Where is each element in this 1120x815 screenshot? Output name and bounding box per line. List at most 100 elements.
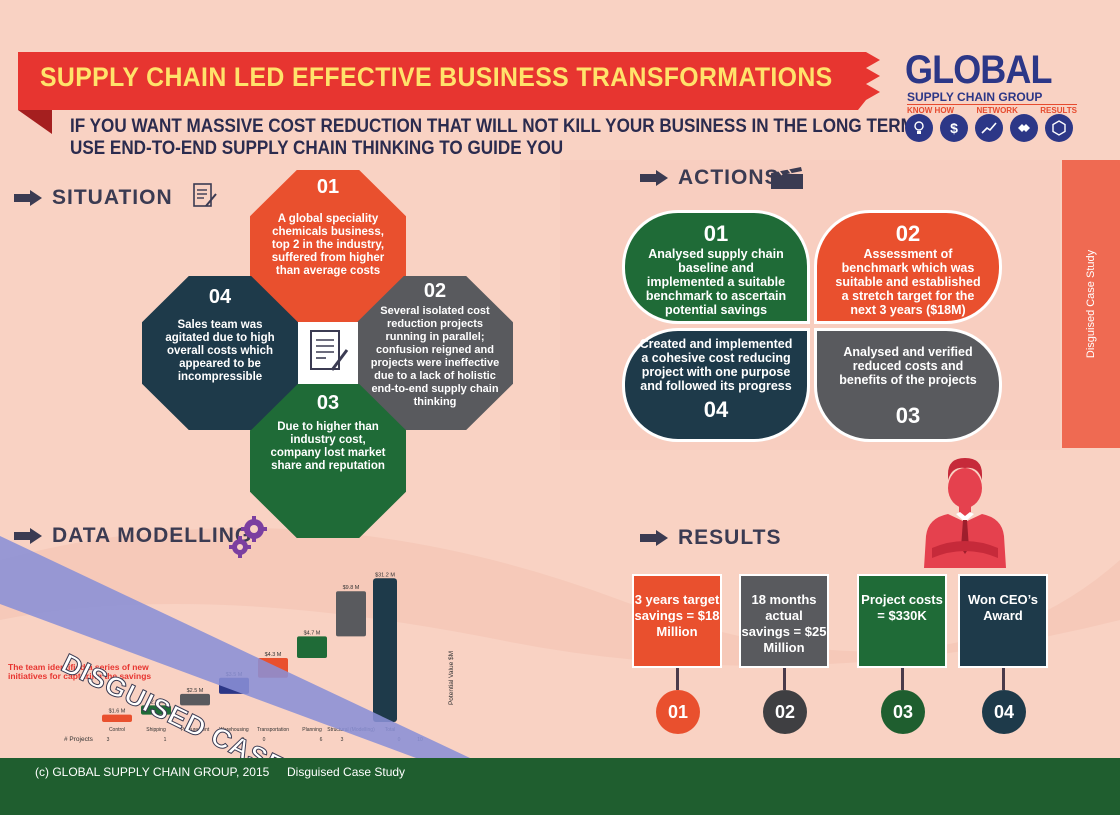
section-title: RESULTS (678, 526, 782, 549)
gears-icon (229, 516, 267, 558)
side-label: Disguised Case Study (1062, 160, 1120, 448)
logo-subtitle: SUPPLY CHAIN GROUP (907, 90, 1043, 104)
logo-tags: KNOW HOW NETWORK RESULTS (907, 104, 1077, 115)
chart-bar (336, 591, 366, 637)
chart-data-label: $4.7 M (304, 630, 321, 636)
footer-copyright: (c) GLOBAL SUPPLY CHAIN GROUP, 2015 (35, 765, 270, 779)
data-modelling-heading: DATA MODELLING (14, 524, 252, 548)
chart-data-label: $4.3 M (265, 652, 282, 658)
logo-word: GLOBAL (905, 48, 1052, 92)
result-item-03: Project costs = $330K (857, 574, 947, 668)
chart-data-label: $9.8 M (343, 585, 360, 591)
chart-tick-label: Structural (Modelling) (327, 727, 375, 733)
logo-tag: KNOW HOW (907, 106, 955, 115)
result-text: 3 years target savings = $18 Million (634, 592, 720, 639)
page-title: SUPPLY CHAIN LED EFFECTIVE BUSINESS TRAN… (40, 62, 833, 92)
chart-tick-label: Transportation (257, 727, 289, 733)
action-item-04: Created and implemented a cohesive cost … (622, 328, 810, 442)
businessman-icon (924, 458, 1006, 568)
arrow-right-icon (14, 528, 42, 544)
situation-text: Sales team was agitated due to high over… (165, 319, 275, 383)
situation-number: 04 (208, 286, 232, 308)
action-item-03: Analysed and verified reduced costs and … (814, 328, 1002, 442)
logo-tag: RESULTS (1040, 106, 1077, 115)
action-number: 04 (703, 397, 729, 422)
action-number: 02 (895, 221, 921, 246)
section-title: DATA MODELLING (52, 524, 253, 547)
section-title: ACTIONS (678, 166, 780, 189)
chart-data-label: $1.6 M (109, 709, 126, 715)
chart-data-label: $2.5 M (187, 688, 204, 694)
arrow-right-icon (640, 170, 668, 186)
action-item-02: 02 Assessment of benchmark which was sui… (814, 210, 1002, 324)
result-number: 04 (982, 690, 1026, 734)
chart-project-count: 1 (164, 737, 167, 743)
chart-y-label: Potential Value $M (448, 651, 455, 705)
chart-bar-total (373, 578, 397, 722)
chart-project-count: 3 (107, 737, 110, 743)
chart-tick-label: Total (385, 727, 396, 733)
chart-data-label: $31.2 M (375, 572, 395, 578)
chart-tick-label: Control (109, 727, 125, 733)
chart-bar (219, 677, 249, 694)
result-text: Project costs = $330K (861, 592, 943, 623)
situation-center (298, 322, 358, 384)
logo-icons: $ (905, 114, 1073, 142)
result-number: 01 (656, 690, 700, 734)
chart-project-count: 3 (341, 737, 344, 743)
situation-item-01: 01 A global speciality chemicals busines… (250, 170, 406, 324)
logo-tag: NETWORK (976, 106, 1018, 115)
result-item-01: 3 years target savings = $18 Million (632, 574, 722, 668)
arrow-right-icon (14, 190, 42, 206)
situation-item-02: 02 Several isolated cost reduction proje… (357, 276, 513, 430)
dollar-icon: $ (940, 114, 968, 142)
result-connector (783, 668, 786, 690)
savings-waterfall-chart: $1.6 M$2.0 M$2.5 M$3.5 M$4.3 M$4.7 M$9.8… (64, 572, 455, 743)
result-text: 18 months actual savings = $25 Million (741, 592, 827, 655)
action-text: Analysed and verified reduced costs and … (839, 345, 977, 387)
clapperboard-icon (771, 167, 803, 189)
growth-chart-icon (975, 114, 1003, 142)
result-number: 02 (763, 690, 807, 734)
situation-number: 02 (423, 280, 447, 302)
situation-item-04: 04 Sales team was agitated due to high o… (142, 276, 298, 430)
footer-label: Disguised Case Study (287, 765, 406, 779)
section-title: SITUATION (52, 186, 173, 209)
projects-label: # Projects (64, 736, 94, 743)
result-item-04: Won CEO’s Award (958, 574, 1048, 668)
action-number: 01 (703, 221, 729, 246)
situation-number: 03 (316, 392, 340, 414)
results-heading: RESULTS (640, 526, 781, 550)
chart-project-count: 0 (398, 737, 401, 743)
situation-heading: SITUATION (14, 186, 173, 210)
chart-data-label: $3.5 M (226, 672, 243, 678)
document-edit-icon (193, 183, 217, 207)
situation-text: Several isolated cost reduction projects… (370, 305, 500, 408)
result-item-02: 18 months actual savings = $25 Million (739, 574, 829, 668)
chart-project-count: 6 (320, 737, 323, 743)
result-connector (1002, 668, 1005, 690)
handshake-icon (1010, 114, 1038, 142)
chart-bar (297, 636, 327, 658)
situation-text: Due to higher than industry cost, compan… (270, 421, 386, 472)
side-bar (1062, 160, 1120, 448)
chart-bar (258, 657, 288, 678)
actions-heading: ACTIONS (640, 166, 780, 190)
side-label-text: Disguised Case Study (1085, 249, 1098, 359)
arrow-right-icon (640, 530, 668, 546)
action-text: Created and implemented a cohesive cost … (639, 337, 793, 393)
lightbulb-icon (905, 114, 933, 142)
action-number: 03 (895, 403, 921, 428)
company-logo: GLOBAL SUPPLY CHAIN GROUP KNOW HOW NETWO… (895, 48, 1085, 148)
document-icon (310, 330, 349, 371)
situation-text: A global speciality chemicals business, … (271, 213, 385, 277)
chart-bar (102, 714, 132, 722)
chart-project-count: 10 (417, 737, 423, 743)
result-number: 03 (881, 690, 925, 734)
chart-tick-label: Planning (302, 727, 322, 733)
result-connector (676, 668, 679, 690)
result-text: Won CEO’s Award (967, 592, 1039, 623)
situation-number: 01 (316, 176, 340, 198)
page-subtitle: IF YOU WANT MASSIVE COST REDUCTION THAT … (70, 116, 920, 159)
title-banner (18, 52, 880, 110)
